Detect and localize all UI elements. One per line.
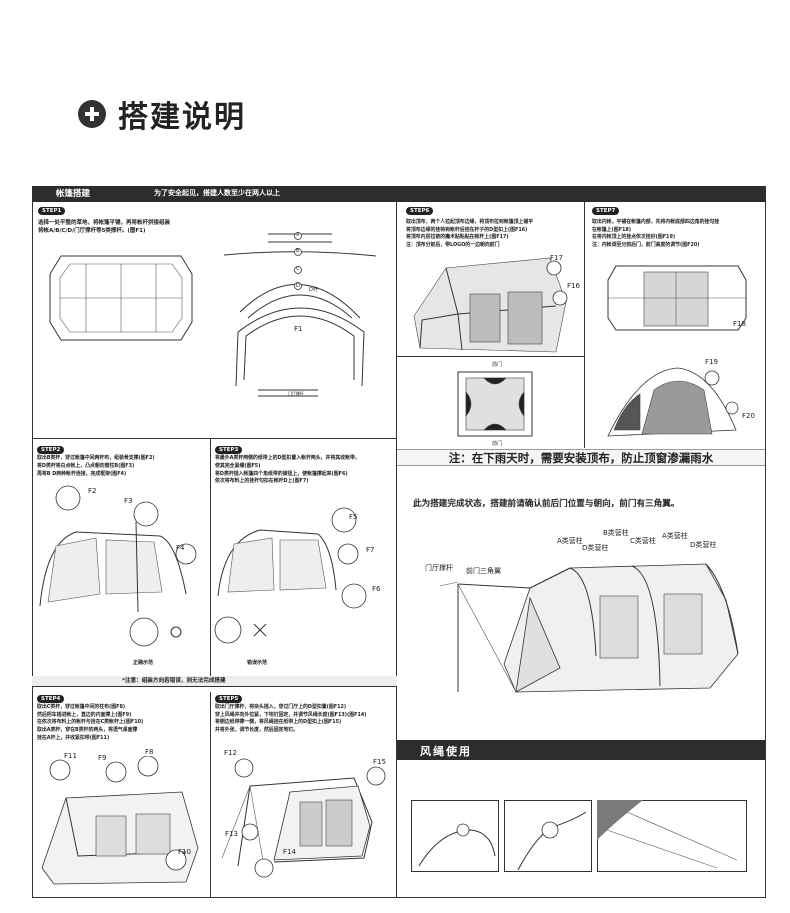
d-pole-left-label: D类营柱 [582, 543, 608, 553]
assembly-note: *注意：组装方向若错误，则无法完成搭建 [122, 677, 226, 685]
figure-f9-label: F9 [98, 754, 106, 762]
step2-badge: STEP2 [37, 446, 64, 454]
page-title: 搭建说明 [118, 92, 246, 136]
step7-text: 取出内帐，平铺在帐篷内部，先将内帐底部四边角的挂勾挂在帐篷上(图F18)在将内帐… [592, 219, 719, 249]
figure-f14-label: F14 [283, 848, 296, 856]
figure-f5-label: F5 [349, 513, 357, 521]
step3-text: 将最外A类杆两侧的纸带上的D型扣置入帐杆两头，并将其收帐带，使其完全紧绷(图F5… [215, 455, 360, 486]
step6-text: 取出顶布，两个人拉起顶布边缘，将顶布拉到帐篷顶上铺平将顶布边缘的挂钩钩帐杆后挂在… [406, 219, 533, 249]
pole-label-c: C [296, 266, 300, 272]
figure-f12-label: F12 [224, 749, 237, 757]
figure-f3-label: F3 [124, 497, 132, 505]
plus-circle-icon [78, 100, 106, 128]
figure-f13-label: F13 [225, 830, 238, 838]
porch-pole-diagram [214, 756, 392, 892]
pole-label-d: D [296, 283, 300, 289]
porch-pole-label: 门厅撑杆 [288, 391, 304, 397]
figure-f20-label: F20 [742, 412, 755, 420]
figure-f18-label: F18 [733, 320, 746, 328]
pole-label-a: A [296, 232, 299, 238]
tent-floor-diagram [46, 248, 196, 348]
step4-badge: STEP4 [37, 695, 64, 703]
figure-f17-label: F17 [550, 254, 563, 262]
outer-frame-diagram [214, 500, 388, 660]
guy-rope-step2-image [504, 800, 592, 872]
c-pole-label: C类营柱 [630, 536, 656, 546]
step7-badge: STEP7 [592, 207, 619, 215]
figure-f16-label: F16 [567, 282, 580, 290]
figure-f15-label: F15 [373, 758, 386, 766]
pole-label-b: B [296, 248, 299, 254]
wrong-example-label: 错误示范 [247, 659, 267, 666]
correct-example-label: 正确示范 [133, 659, 153, 666]
guy-rope-title: 风绳使用 [420, 743, 472, 759]
figure-f7-label: F7 [366, 546, 374, 554]
figure-f11-label: F11 [64, 752, 77, 760]
step5-text: 取出门厅撑杆，将杂头插入，穿过门厅上的D型扣置(图F12)穿上风绳并向外拉紧，下… [215, 704, 367, 735]
completed-caption: 此为搭建完成状态，搭建前请确认前后门位置与朝向，前门有三角翼。 [413, 497, 679, 509]
figure-f6-label: F6 [372, 585, 380, 593]
step3-badge: STEP3 [215, 446, 242, 454]
a-pole-left-label: A类营柱 [557, 536, 583, 546]
figure-f2-label: F2 [88, 487, 96, 495]
front-wing-label: 前门三角翼 [466, 566, 501, 576]
row1-divider [32, 438, 397, 439]
safety-note: 为了安全起见，搭建人数至少在两人以上 [154, 188, 280, 198]
guy-rope-step1-image [411, 800, 499, 872]
frame-setup-diagram [36, 482, 206, 652]
pole-label-d-suffix: D杆 [309, 286, 318, 293]
section-title: 帐篷搭建 [56, 187, 90, 199]
rain-note-band: 注：在下雨天时，需要安装顶布，防止顶窗渗漏雨水 [397, 449, 765, 466]
figure-f10-label: F10 [178, 848, 191, 856]
step6-divider [397, 356, 584, 357]
pole-assembly-diagram [214, 222, 394, 404]
step5-badge: STEP5 [215, 695, 242, 703]
inner-tent-top-view [604, 262, 750, 334]
completed-tent-diagram [420, 536, 760, 706]
step6-badge: STEP6 [406, 207, 433, 215]
rain-note: 注：在下雨天时，需要安装顶布，防止顶窗渗漏雨水 [449, 450, 714, 466]
row2-divider [32, 686, 397, 687]
figure-f8-label: F8 [145, 748, 153, 756]
b-pole-label: B类营柱 [603, 528, 629, 538]
step23-divider [210, 439, 211, 684]
inner-tent-dome-diagram [600, 360, 750, 444]
porch-pole-label: 门厅撑杆 [425, 563, 453, 573]
flysheet-tent-diagram [400, 254, 582, 354]
step4-text: 取出C类杆，穿过帐篷中间的柱布(图F8)然后把车插进帐上，直边的内面撑上(图F9… [37, 704, 143, 743]
flysheet-top-view [456, 370, 534, 438]
front-door-label-top: 前门 [492, 361, 502, 368]
guy-rope-step3-image [597, 800, 747, 872]
step45-divider [210, 692, 211, 898]
inner-pole-diagram [36, 756, 208, 892]
d-pole-right-label: D类营柱 [690, 540, 716, 550]
page-title-row: 搭建说明 [78, 92, 246, 136]
section-header: 帐篷搭建 为了安全起见，搭建人数至少在两人以上 [32, 186, 766, 202]
right-divider [584, 202, 585, 448]
step2-text: 取出B类杆，穿过帐篷中间两杆布，组装骨支撑(图F2)将D类杆将白点帐上，凸点朝向… [37, 455, 155, 478]
a-pole-right-label: A类营柱 [662, 531, 688, 541]
step1-badge: STEP1 [38, 207, 65, 215]
step1-text: 选择一处平整的草地，将帐篷平铺，再将帐杆拼接组装将帐A/B/C/D/门厅撑杆等5… [38, 219, 170, 236]
center-divider [396, 202, 397, 898]
figure-f4-label: F4 [176, 544, 184, 552]
figure-f1-label: F1 [294, 325, 302, 333]
front-door-label-bottom: 前门 [492, 440, 502, 447]
